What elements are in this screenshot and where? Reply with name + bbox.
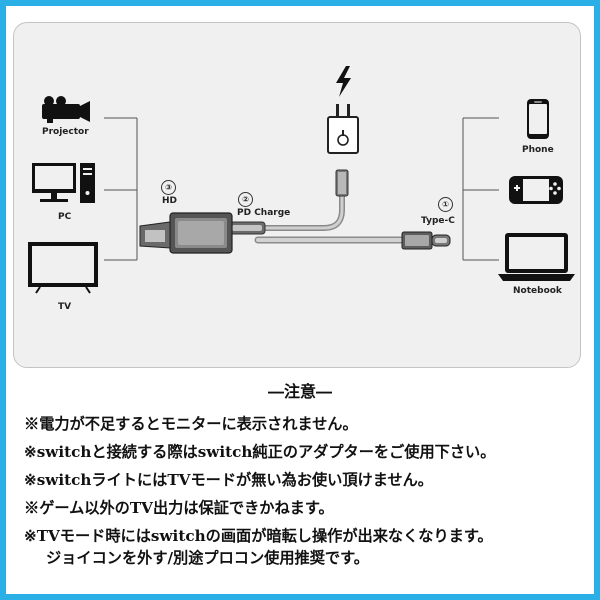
game-console-icon [509, 176, 563, 204]
note-item: ※switchと接続する際はswitch純正のアダプターをご使用下さい。 [24, 443, 496, 461]
notes-list: ※電力が不足するとモニターに表示されません。 ※switchと接続する際はswi… [24, 410, 594, 570]
right-bracket [462, 117, 499, 261]
phone-icon [527, 99, 549, 139]
tv-icon [28, 242, 98, 294]
note-item: ※ゲーム以外のTV出力は保証できかねます。 [24, 499, 334, 517]
lightning-icon [336, 66, 351, 97]
port-number-pd: ② [238, 192, 253, 207]
pd-charge-port [228, 221, 266, 235]
type-c-plug [401, 231, 451, 250]
pc-icon [32, 163, 95, 203]
device-label-phone: Phone [522, 145, 554, 155]
cables [254, 191, 408, 244]
port-label-hd: HD [162, 196, 178, 206]
projector-icon [42, 96, 90, 123]
port-label-type-c: Type-C [421, 216, 455, 226]
device-label-tv: TV [58, 302, 72, 312]
device-label-pc: PC [58, 212, 72, 222]
device-label-projector: Projector [42, 127, 89, 137]
note-item: ※switchライトにはTVモードが無い為お使い頂けません。 [24, 471, 433, 489]
note-continuation: ジョイコンを外す/別途プロコン使用推奨です。 [46, 549, 369, 567]
port-number-hd: ③ [161, 180, 176, 195]
port-label-pd: PD Charge [237, 208, 291, 218]
diagram-panel [13, 22, 581, 368]
device-label-notebook: Notebook [513, 286, 562, 296]
note-item: ※電力が不足するとモニターに表示されません。 [24, 415, 358, 433]
note-item: ※TVモード時にはswitchの画面が暗転し操作が出来なくなります。 [24, 527, 493, 545]
adapter-body [169, 212, 233, 254]
left-bracket [104, 117, 138, 261]
notebook-icon [498, 233, 575, 281]
hdmi-plug [139, 221, 171, 249]
pd-plug [335, 169, 349, 197]
charger-icon [327, 104, 359, 154]
notes-title: ―注意― [267, 382, 332, 401]
port-number-type-c: ① [438, 197, 453, 212]
